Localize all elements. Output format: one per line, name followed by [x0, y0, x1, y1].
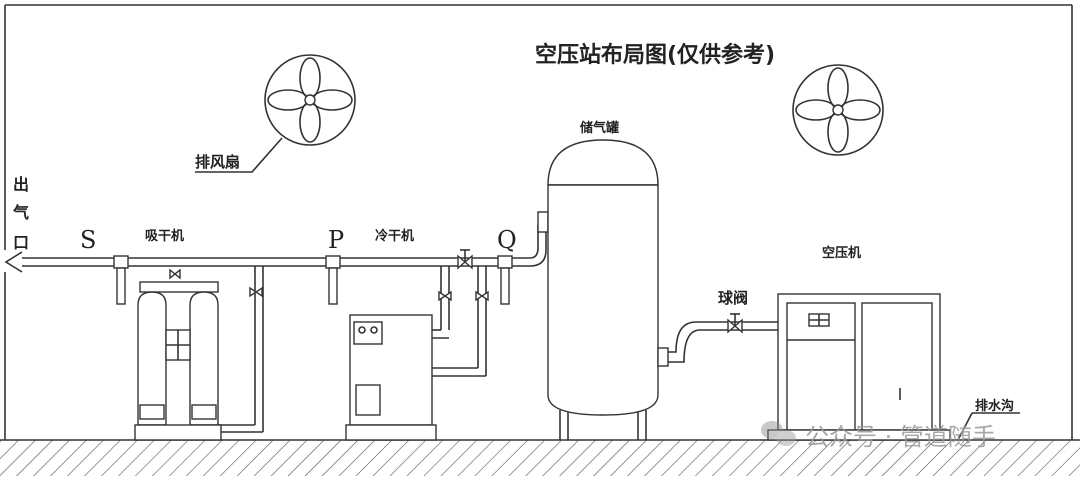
compressor-pipe — [668, 313, 778, 363]
air-compressor — [767, 293, 951, 441]
air-tank-label: 储气罐 — [579, 120, 619, 136]
outlet-label-3: 口 — [13, 233, 29, 252]
watermark-text: 公众号 · 管道随手 — [805, 423, 996, 451]
exhaust-fan-icon — [792, 64, 884, 156]
adsorption-dryer — [134, 266, 264, 441]
floor-hatch — [0, 439, 1080, 476]
drain-ditch-label: 排水沟 — [975, 398, 1014, 414]
room-outline — [4, 4, 1073, 440]
diagram-title: 空压站布局图(仅供参考) — [535, 42, 775, 68]
filter-p — [325, 255, 341, 305]
point-p-label: P — [328, 226, 344, 254]
filter-q — [497, 255, 513, 305]
filter-s — [113, 255, 129, 305]
fan-leader-line — [195, 137, 283, 173]
adsorption-dryer-label: 吸干机 — [145, 228, 184, 244]
wechat-logo-icon — [761, 421, 796, 446]
main-pipe — [4, 211, 549, 273]
point-q-label: Q — [497, 226, 517, 254]
exhaust-fan-icon — [264, 54, 356, 146]
point-s-label: S — [80, 226, 96, 254]
air-tank — [547, 139, 669, 440]
refrigerated-dryer — [345, 266, 489, 441]
valve-icon — [457, 249, 473, 270]
air-compressor-label: 空压机 — [822, 245, 861, 261]
ball-valve-label: 球阀 — [718, 289, 748, 307]
refrigerated-dryer-label: 冷干机 — [375, 228, 414, 244]
exhaust-fan-label: 排风扇 — [195, 153, 240, 171]
outlet-label-1: 出 — [13, 175, 29, 194]
outlet-label-2: 气 — [12, 203, 29, 222]
